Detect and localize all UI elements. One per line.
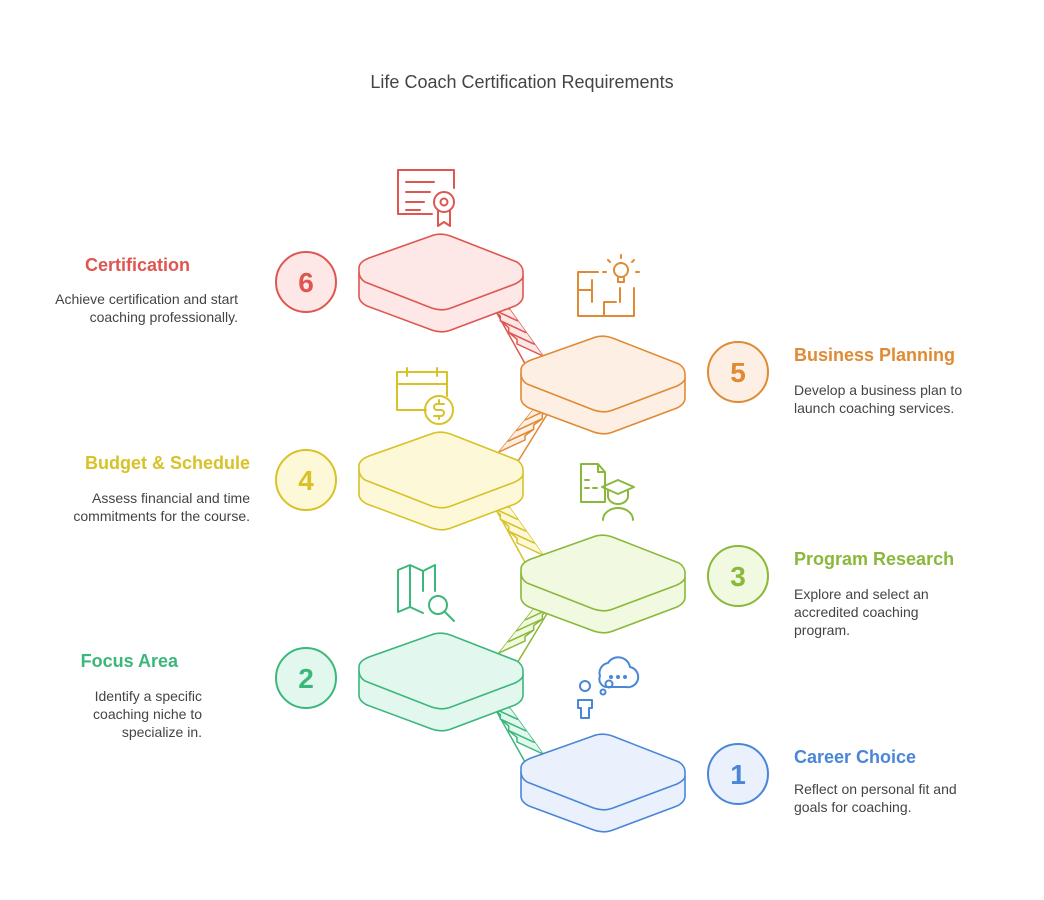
diagram-title: Life Coach Certification Requirements bbox=[370, 72, 674, 92]
platform-step-3 bbox=[520, 534, 686, 634]
step-2-badge-circle bbox=[275, 647, 337, 709]
step-6-badge: 6 bbox=[275, 251, 337, 313]
step-1-description: Reflect on personal fit and goals for co… bbox=[794, 781, 957, 815]
map-search-icon bbox=[397, 564, 455, 622]
step-5-badge: 5 bbox=[707, 341, 769, 403]
step-1-number: 1 bbox=[730, 759, 746, 790]
step-3-heading: Program Research bbox=[794, 549, 955, 569]
graduate-document-icon bbox=[580, 463, 635, 521]
step-5-heading: Business Planning bbox=[794, 345, 956, 365]
step-1-badge-circle bbox=[707, 743, 769, 805]
step-1-badge: 1 bbox=[707, 743, 769, 805]
step-3-description: Explore and select an accredited coachin… bbox=[794, 586, 929, 638]
step-2-badge: 2 bbox=[275, 647, 337, 709]
step-1-heading: Career Choice bbox=[794, 747, 917, 767]
person-thinking-icon bbox=[577, 656, 640, 719]
platform-step-2 bbox=[358, 632, 524, 732]
step-4-badge: 4 bbox=[275, 449, 337, 511]
step-4-number: 4 bbox=[298, 465, 314, 496]
step-2-heading: Focus Area bbox=[80, 651, 178, 671]
platform-step-6 bbox=[358, 233, 524, 333]
step-5-description: Develop a business plan to launch coachi… bbox=[794, 382, 963, 416]
step-6-number: 6 bbox=[298, 267, 314, 298]
step-3-badge: 3 bbox=[707, 545, 769, 607]
platform-step-1 bbox=[520, 733, 686, 833]
step-3-number: 3 bbox=[730, 561, 746, 592]
platforms bbox=[358, 233, 686, 833]
step-3-badge-circle bbox=[707, 545, 769, 607]
platform-step-4 bbox=[358, 431, 524, 531]
step-6-heading: Certification bbox=[84, 255, 190, 275]
step-6-badge-circle bbox=[275, 251, 337, 313]
step-badges: 1 2 3 4 5 6 bbox=[275, 251, 769, 805]
step-6-description: Achieve certification and start coaching… bbox=[55, 291, 238, 325]
step-2-description: Identify a specific coaching niche to sp… bbox=[93, 688, 202, 740]
platform-step-5 bbox=[520, 335, 686, 435]
step-5-badge-circle bbox=[707, 341, 769, 403]
step-4-heading: Budget & Schedule bbox=[84, 453, 250, 473]
idea-plan-icon bbox=[577, 254, 640, 317]
calendar-dollar-icon bbox=[396, 367, 454, 425]
step-4-description: Assess financial and time commitments fo… bbox=[73, 490, 250, 524]
step-5-number: 5 bbox=[730, 357, 746, 388]
certificate-icon bbox=[397, 169, 455, 227]
step-2-number: 2 bbox=[298, 663, 314, 694]
step-4-badge-circle bbox=[275, 449, 337, 511]
